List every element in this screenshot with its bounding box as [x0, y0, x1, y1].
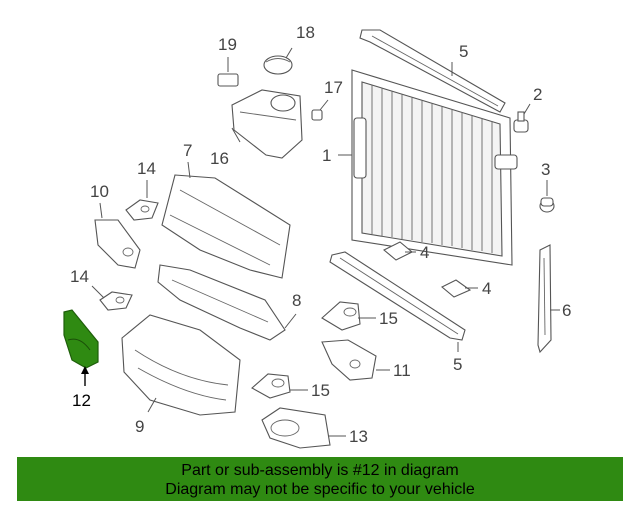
notice-line-disclaimer: Diagram may not be specific to your vehi… — [165, 481, 475, 498]
callout-2: 2 — [533, 85, 542, 104]
front-air-duct-part[interactable] — [121, 314, 241, 416]
duct-upper-part[interactable] — [321, 301, 361, 331]
callout-1: 1 — [322, 146, 331, 165]
parts-diagram: 1 2 3 4 4 5 5 6 7 8 9 10 11 12 13 14 14 … — [63, 23, 571, 449]
callout-7: 7 — [183, 141, 192, 160]
callout-16: 16 — [210, 149, 229, 168]
left-bracket-part[interactable] — [94, 219, 141, 269]
expansion-tank-part[interactable] — [231, 89, 303, 159]
callout-10: 10 — [90, 182, 109, 201]
upper-strip-part[interactable] — [359, 29, 506, 113]
callout-6: 6 — [562, 301, 571, 320]
callout-9: 9 — [135, 417, 144, 436]
callout-13: 13 — [349, 427, 368, 446]
notice-line-part-number: Part or sub-assembly is #12 in diagram — [181, 462, 459, 479]
callout-19: 19 — [218, 35, 237, 54]
callout-15-upper: 15 — [379, 309, 398, 328]
notice-banner: Part or sub-assembly is #12 in diagram D… — [17, 457, 623, 501]
callout-3: 3 — [541, 160, 550, 179]
callout-18: 18 — [296, 23, 315, 42]
callout-5-lower: 5 — [453, 355, 462, 374]
mount-lower-part[interactable] — [99, 291, 133, 311]
bracket-lower-part[interactable] — [441, 279, 472, 298]
callout-15-lower: 15 — [311, 381, 330, 400]
lower-intake-part[interactable] — [261, 407, 331, 449]
duct-lower-part[interactable] — [251, 373, 291, 399]
highlighted-air-guide-part[interactable] — [63, 309, 99, 369]
sensor-part[interactable] — [217, 73, 239, 87]
callout-17: 17 — [324, 78, 343, 97]
cap-part[interactable] — [263, 55, 293, 75]
lower-strip-part[interactable] — [329, 251, 466, 341]
callout-14-lower: 14 — [70, 267, 89, 286]
callout-5-upper: 5 — [459, 42, 468, 61]
callout-4-lower: 4 — [482, 279, 491, 298]
side-bracket-part[interactable] — [537, 244, 552, 354]
callout-14-upper: 14 — [137, 159, 156, 178]
guide-part[interactable] — [321, 339, 377, 381]
mount-upper-part[interactable] — [125, 199, 159, 221]
callout-4-upper: 4 — [420, 243, 429, 262]
upper-air-duct-part[interactable] — [161, 174, 291, 279]
lower-air-duct-part[interactable] — [157, 264, 286, 341]
callout-12: 12 — [72, 391, 91, 410]
radiator-part[interactable] — [351, 69, 518, 266]
plug-part[interactable] — [539, 197, 555, 213]
fitting-part[interactable] — [311, 109, 323, 121]
callout-8: 8 — [292, 291, 301, 310]
callout-11: 11 — [393, 361, 411, 380]
clip-part[interactable] — [513, 111, 529, 133]
